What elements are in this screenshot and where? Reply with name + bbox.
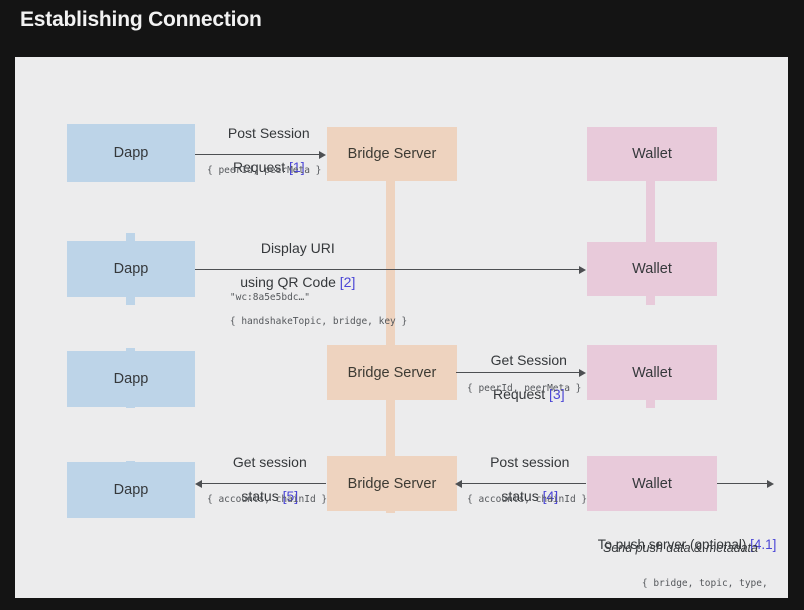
label-line-1: Post session: [490, 454, 570, 470]
arrow-head-step-4: [455, 479, 462, 488]
arrow-head-push-server: [767, 479, 774, 488]
node-label: Bridge Server: [347, 475, 437, 492]
label-step-3: Get Session Request [3]: [460, 335, 582, 420]
push-server-payload: { bridge, topic, type, token, peerName, …: [619, 566, 788, 598]
node-wallet-row2[interactable]: Wallet: [587, 242, 717, 296]
arrow-step-5: [202, 483, 326, 484]
label-line-2: status: [501, 488, 543, 504]
node-label: Wallet: [632, 146, 672, 162]
label-line-2: Request: [492, 386, 550, 402]
label-line-2: using QR Code: [240, 274, 340, 290]
payload-step-2: "wc:8a5e5bdc…" { handshakeTopic, bridge,…: [207, 280, 407, 340]
payload-line-1: { bridge, topic, type,: [641, 578, 768, 589]
node-dapp-row3[interactable]: Dapp: [67, 351, 195, 407]
label-step-2: Display URI using QR Code [2]: [200, 223, 380, 308]
arrow-step-4: [462, 483, 586, 484]
arrow-head-step-1: [319, 150, 326, 159]
push-server-subtitle: Send push data & metadata: [603, 541, 758, 555]
payload-line-1: "wc:8a5e5bdc…": [229, 292, 310, 303]
arrow-step-2: [195, 269, 580, 270]
label-line-2: status: [241, 488, 283, 504]
step-number: [5]: [282, 488, 299, 504]
node-label: Dapp: [113, 261, 149, 277]
node-label: Bridge Server: [347, 146, 437, 162]
payload-step-5: { accounts, chainId }: [207, 494, 328, 505]
node-label: Dapp: [113, 482, 149, 498]
node-dapp-row4[interactable]: Dapp: [67, 462, 195, 518]
node-label: Bridge Server: [347, 364, 437, 381]
payload-step-1: { peerId, peerMeta }: [207, 165, 322, 176]
node-wallet-row4[interactable]: Wallet: [587, 456, 717, 511]
label-step-1: Post Session Request [1]: [200, 108, 322, 193]
arrow-push-server: [717, 483, 769, 484]
node-label: Wallet: [632, 364, 672, 381]
diagram-canvas: Dapp Bridge Server Wallet Post Session R…: [15, 57, 788, 598]
label-line-1: Display URI: [260, 240, 335, 256]
arrow-head-step-3: [579, 368, 586, 377]
step-number: [4]: [542, 488, 559, 504]
arrow-head-step-5: [195, 479, 202, 488]
node-dapp-row2[interactable]: Dapp: [67, 241, 195, 297]
label-line-2: Request: [232, 159, 290, 175]
node-wallet-row1[interactable]: Wallet: [587, 127, 717, 181]
step-number: [1]: [289, 159, 305, 175]
payload-step-4: { accounts, chainId }: [467, 494, 588, 505]
node-label: Wallet: [632, 475, 672, 492]
lifeline-bridge: [386, 177, 395, 402]
node-label: Dapp: [113, 145, 149, 161]
label-line-1: Get Session: [490, 352, 567, 368]
lifeline-wallet: [646, 177, 655, 305]
node-bridge-row4[interactable]: Bridge Server: [327, 456, 457, 511]
label-line-1: Get session: [232, 454, 307, 470]
node-bridge-row3[interactable]: Bridge Server: [327, 345, 457, 400]
payload-step-3: { peerId, peerMeta }: [467, 383, 582, 394]
node-dapp-row1[interactable]: Dapp: [67, 124, 195, 182]
push-server-title: To push server (optional) [4.1]: [583, 522, 777, 567]
node-bridge-row1[interactable]: Bridge Server: [327, 127, 457, 181]
arrow-head-step-2: [579, 265, 586, 274]
step-number: [3]: [549, 386, 565, 402]
label-line-1: Post Session: [227, 125, 310, 141]
arrow-step-1: [195, 154, 320, 155]
payload-line-2: { handshakeTopic, bridge, key }: [229, 316, 408, 327]
push-title-text: To push server (optional): [597, 537, 751, 552]
node-wallet-row3[interactable]: Wallet: [587, 345, 717, 400]
page-title: Establishing Connection: [20, 8, 262, 31]
step-number: [2]: [339, 274, 356, 290]
label-step-4: Post session status [4]: [461, 437, 583, 522]
label-step-5: Get session status [5]: [201, 437, 323, 522]
step-number: [4.1]: [750, 537, 777, 552]
node-label: Wallet: [632, 261, 672, 277]
node-label: Dapp: [113, 371, 149, 387]
arrow-step-3: [456, 372, 580, 373]
